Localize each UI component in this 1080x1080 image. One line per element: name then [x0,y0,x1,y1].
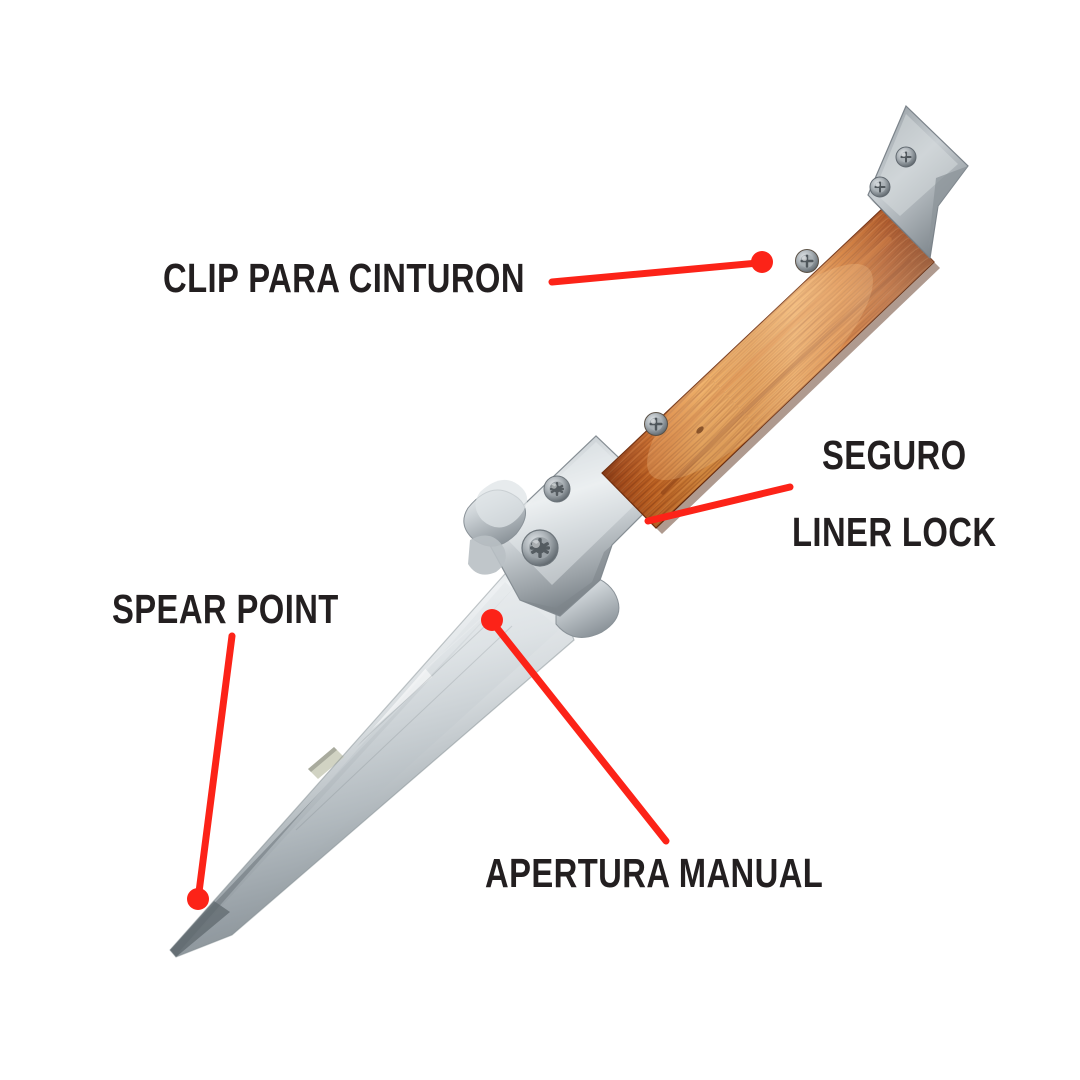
leader-line-clip-para-cinturon [548,259,762,286]
leader-line-spear-point [195,632,236,896]
leader-dot-clip-para-cinturon [751,251,773,273]
leader-dot-apertura-manual [481,609,503,631]
callout-label-spear-point: SPEAR POINT [112,589,395,630]
handle-screw-lower [644,412,668,436]
callout-text-clip-para-cinturon: CLIP PARA CINTURON [163,255,525,301]
knife-pommel [867,104,969,262]
callout-label-clip-para-cinturon: CLIP PARA CINTURON [163,258,615,299]
leader-line-apertura-manual [493,624,670,845]
callout-text-liner-lock: LINER LOCK [792,509,997,555]
bolster-screw [543,475,571,503]
callout-label-apertura-manual: APERTURA MANUAL [485,853,908,894]
belt-clip-screw-lower [869,176,891,198]
leader-dot-spear-point [187,888,209,910]
callout-label-liner-lock: LINER LOCK [792,512,1048,553]
handle-screw-upper [795,249,819,273]
belt-clip-screw-upper [895,146,917,168]
callout-leader-lines [187,251,794,910]
pivot-screw [521,529,559,567]
callout-text-spear-point: SPEAR POINT [112,586,339,632]
leader-line-seguro-liner-lock [644,483,794,525]
callout-text-apertura-manual: APERTURA MANUAL [485,850,824,896]
callout-text-seguro: SEGURO [822,432,967,478]
callout-label-seguro: SEGURO [822,435,1003,476]
